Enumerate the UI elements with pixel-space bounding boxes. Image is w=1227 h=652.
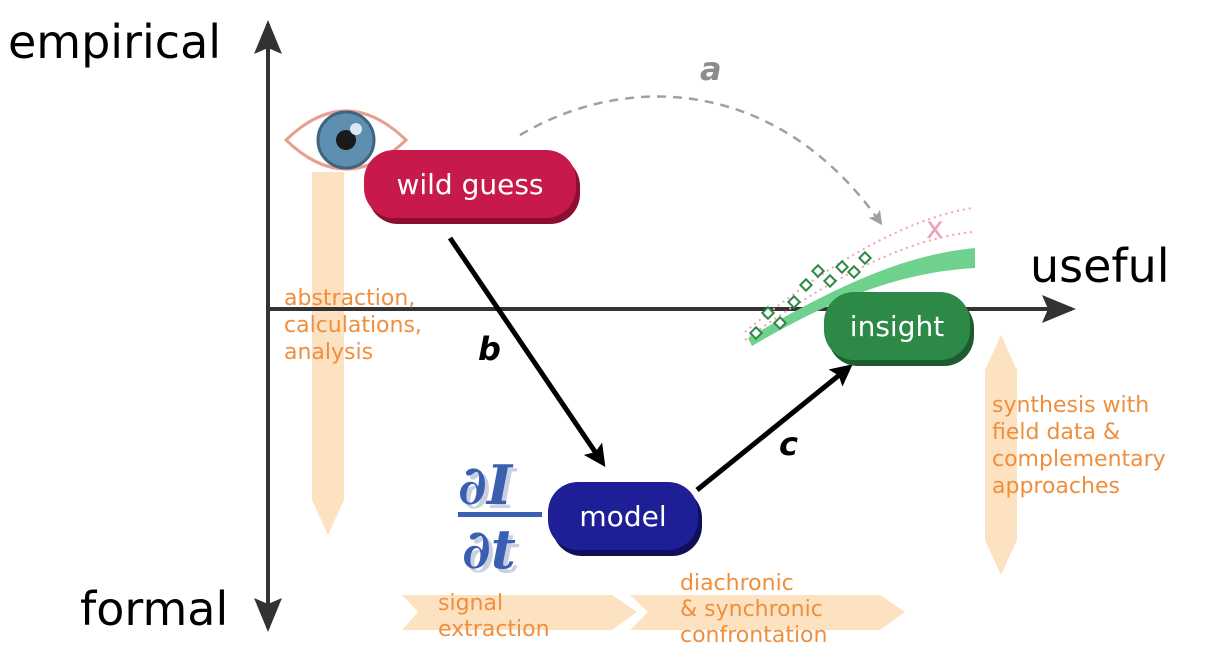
- arrow-a: [519, 95, 883, 226]
- data-points: [748, 250, 873, 341]
- note-synthesis-line-4: approaches: [992, 474, 1120, 499]
- note-abstraction-line-3: analysis: [284, 340, 373, 365]
- note-signal-extraction: signal extraction: [438, 591, 550, 642]
- wild-guess-node: wild guess: [364, 150, 580, 224]
- band-abstraction: [312, 172, 344, 535]
- arrow-b: [447, 236, 606, 467]
- green-confidence-band: [748, 248, 975, 346]
- equation-fraction-bar: [458, 512, 542, 517]
- note-synthesis-line-1: synthesis with: [992, 393, 1149, 418]
- band-confrontation: [630, 595, 905, 630]
- note-abstraction: abstraction, calculations, analysis: [284, 286, 422, 365]
- arrow-c: [695, 364, 853, 492]
- insight-node: insight: [824, 292, 974, 366]
- arrow-label-c: c: [779, 425, 798, 463]
- model-label: model: [579, 500, 666, 533]
- note-synthesis-line-2: field data &: [992, 420, 1120, 445]
- equation-denominator-shadow: ∂t: [466, 521, 520, 585]
- wild-guess-label: wild guess: [396, 168, 543, 201]
- note-signal-line-1: signal: [438, 591, 503, 616]
- equation-dI-dt: ∂I ∂I ∂t ∂t: [458, 453, 542, 585]
- equation-numerator: ∂I: [458, 453, 514, 517]
- insight-label: insight: [850, 310, 944, 343]
- note-confrontation-line-3: confrontation: [680, 623, 827, 648]
- band-synthesis: [985, 335, 1017, 575]
- axis-label-useful: useful: [1030, 239, 1170, 293]
- note-abstraction-line-2: calculations,: [284, 313, 422, 338]
- arrow-label-a: a: [700, 50, 722, 88]
- note-synthesis: synthesis with field data & complementar…: [992, 393, 1166, 499]
- arrow-label-b: b: [478, 330, 501, 368]
- note-confrontation-line-2: & synchronic: [680, 597, 823, 622]
- band-signal-extraction: [402, 595, 637, 630]
- insight-fit-curve: x: [744, 207, 975, 346]
- eye-icon: [283, 109, 409, 171]
- note-signal-line-2: extraction: [438, 617, 550, 642]
- axis-label-formal: formal: [80, 582, 228, 636]
- axis-label-empirical: empirical: [8, 15, 221, 69]
- equation-denominator: ∂t: [462, 517, 516, 581]
- fit-marker-x: x: [926, 211, 944, 246]
- note-synthesis-line-3: complementary: [992, 447, 1166, 472]
- orange-process-bands: [312, 172, 1017, 630]
- note-confrontation-line-1: diachronic: [680, 571, 794, 596]
- note-abstraction-line-1: abstraction,: [284, 286, 415, 311]
- note-confrontation: diachronic & synchronic confrontation: [680, 571, 827, 648]
- equation-numerator-shadow: ∂I: [462, 457, 518, 521]
- pink-dotted-upper: [744, 207, 973, 333]
- model-node: model: [548, 482, 702, 556]
